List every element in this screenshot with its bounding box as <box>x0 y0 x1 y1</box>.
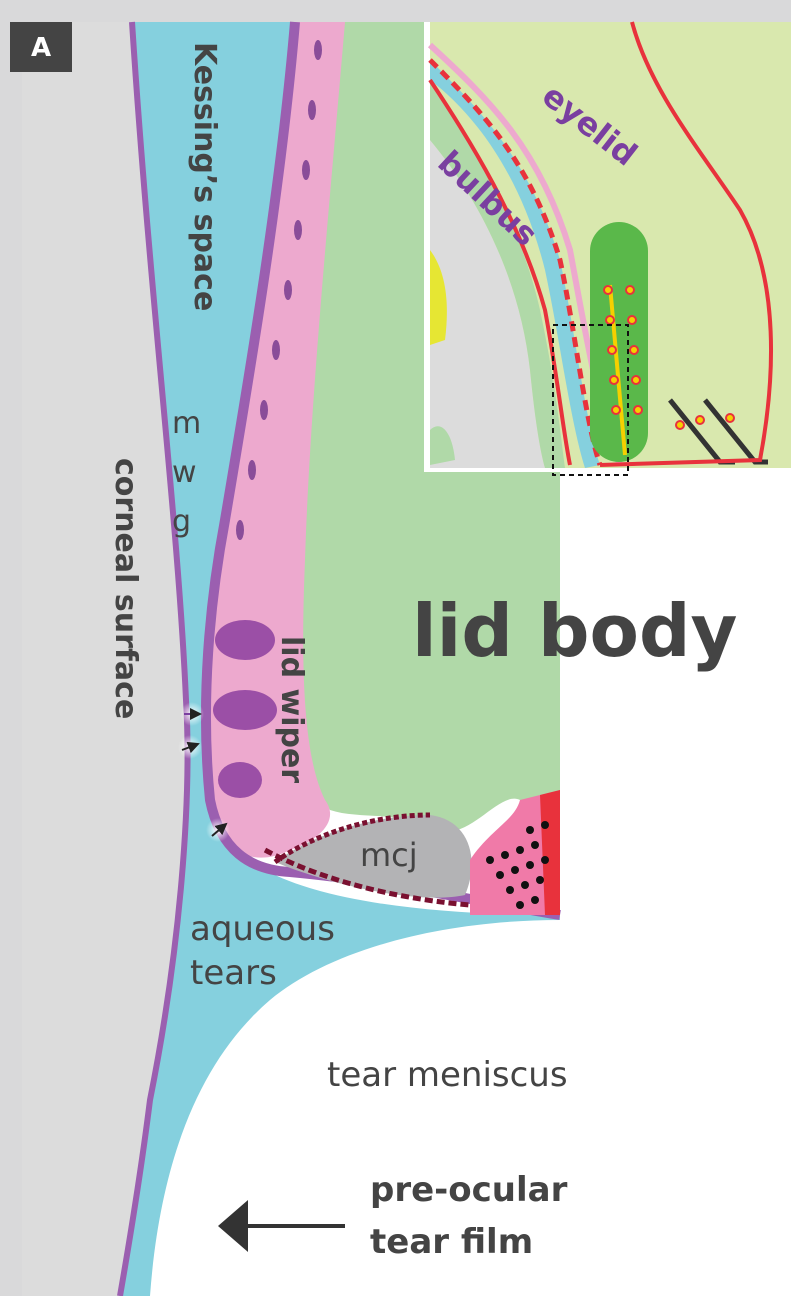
mwg-label-w: w <box>172 455 197 490</box>
pre-ocular-label: pre-ocular <box>370 1170 568 1210</box>
mwg-label-m: m <box>172 406 201 441</box>
lid-body-label: lid body <box>412 589 737 673</box>
inset-panel <box>424 22 791 475</box>
lid-wiper-label: lid wiper <box>274 636 309 783</box>
kessings-space-label: Kessing’s space <box>187 42 222 311</box>
tear-meniscus-label: tear meniscus <box>327 1055 568 1095</box>
tears-label: tears <box>190 953 277 993</box>
mcj-label: mcj <box>360 836 418 874</box>
mwg-label-g: g <box>172 504 191 539</box>
tear-film-label: tear film <box>370 1222 533 1262</box>
corneal-surface-label: corneal surface <box>108 458 143 719</box>
panel-letter: A <box>31 33 51 63</box>
aqueous-label: aqueous <box>190 909 335 949</box>
